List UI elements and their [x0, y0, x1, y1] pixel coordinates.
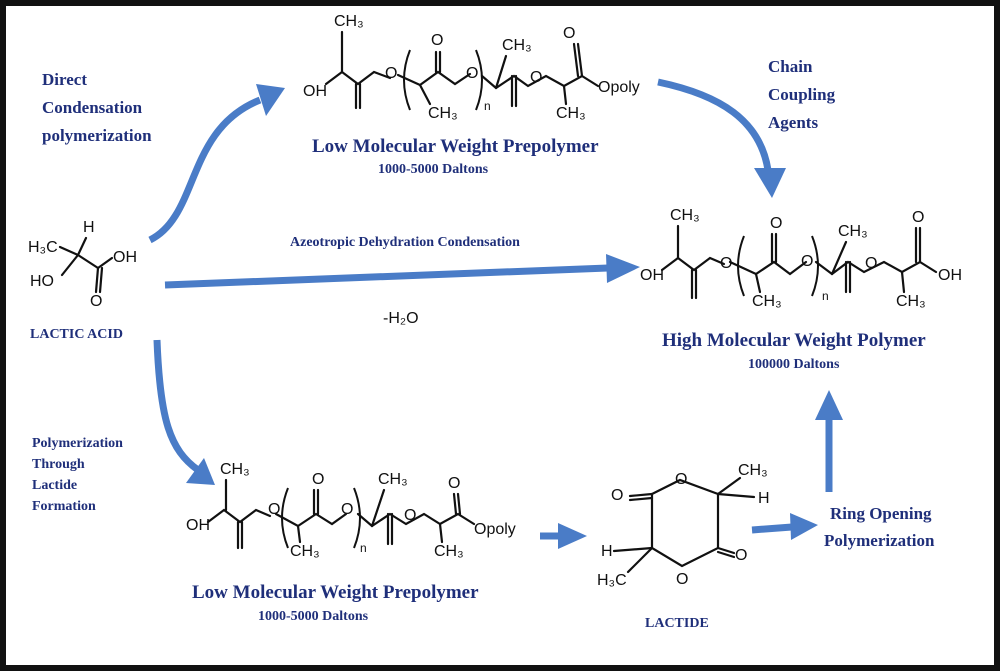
label-ring-opening: Ring Opening Polymerization — [824, 504, 935, 550]
svg-text:O: O — [466, 65, 478, 82]
svg-text:O: O — [90, 293, 102, 310]
svg-text:CH₃: CH₃ — [290, 543, 320, 560]
svg-text:CH₃: CH₃ — [556, 105, 586, 122]
svg-text:O: O — [448, 475, 460, 492]
svg-text:HO: HO — [30, 273, 54, 290]
svg-text:Polymerization: Polymerization — [32, 436, 123, 451]
arrow-azeotropic — [164, 254, 640, 289]
svg-text:O: O — [385, 65, 397, 82]
svg-text:Direct: Direct — [42, 70, 87, 89]
svg-text:H: H — [758, 490, 770, 507]
svg-text:n: n — [484, 99, 491, 113]
svg-text:Agents: Agents — [768, 113, 818, 132]
svg-text:OH: OH — [303, 83, 327, 100]
label-lactide-route: Polymerization Through Lactide Formation — [32, 436, 123, 514]
svg-text:Coupling: Coupling — [768, 85, 836, 104]
prepolymer-bottom-structure: OH CH₃ O O CH₃ O n CH₃ O O CH₃ Opoly — [186, 461, 516, 560]
svg-text:CH₃: CH₃ — [434, 543, 464, 560]
polymer-hmw-structure: OH CH₃ O O CH₃ O n CH₃ O CH₃ O OH — [640, 207, 962, 310]
svg-text:CH₃: CH₃ — [428, 105, 458, 122]
svg-text:O: O — [735, 547, 747, 564]
svg-text:Ring Opening: Ring Opening — [830, 504, 932, 523]
label-hmw-range: 100000 Daltons — [748, 357, 840, 372]
svg-text:O: O — [312, 471, 324, 488]
svg-text:O: O — [431, 32, 443, 49]
svg-text:O: O — [720, 255, 732, 272]
svg-text:O: O — [676, 571, 688, 588]
svg-text:Lactide: Lactide — [32, 478, 77, 493]
label-lmw-bottom-title: Low Molecular Weight Prepolymer — [192, 582, 479, 603]
svg-text:Opoly: Opoly — [598, 79, 640, 96]
svg-text:O: O — [912, 209, 924, 226]
arrow-rop-to-polymer — [815, 390, 843, 492]
lactide-ring-structure: O O O O CH₃ H H H₃C — [597, 462, 770, 589]
arrow-chain-coupling — [657, 78, 786, 198]
arrow-lactide-route — [153, 339, 215, 485]
svg-text:OH: OH — [640, 267, 664, 284]
label-lmw-bottom-range: 1000-5000 Daltons — [258, 609, 369, 624]
label-chain-coupling: Chain Coupling Agents — [768, 57, 836, 132]
lactic-acid-structure: H₃C H OH HO O — [28, 219, 137, 310]
svg-text:CH₃: CH₃ — [220, 461, 250, 478]
svg-text:polymerization: polymerization — [42, 126, 152, 145]
svg-text:Formation: Formation — [32, 499, 96, 514]
svg-text:CH₃: CH₃ — [378, 471, 408, 488]
label-hmw-title: High Molecular Weight Polymer — [662, 330, 926, 351]
svg-text:O: O — [563, 25, 575, 42]
svg-text:O: O — [530, 69, 542, 86]
svg-text:CH₃: CH₃ — [334, 13, 364, 30]
arrow-lactide-to-rop — [751, 513, 818, 540]
arrow-prepolymer-to-lactide — [540, 523, 587, 549]
svg-text:Polymerization: Polymerization — [824, 531, 935, 550]
svg-text:OH: OH — [186, 517, 210, 534]
svg-text:CH₃: CH₃ — [670, 207, 700, 224]
arrow-direct-condensation — [148, 84, 285, 244]
svg-text:Through: Through — [32, 457, 85, 472]
label-lmw-top-title: Low Molecular Weight Prepolymer — [312, 136, 599, 157]
svg-text:O: O — [341, 501, 353, 518]
label-azeotropic: Azeotropic Dehydration Condensation — [290, 235, 520, 250]
svg-text:Opoly: Opoly — [474, 521, 516, 538]
svg-text:H: H — [83, 219, 95, 236]
svg-text:O: O — [801, 253, 813, 270]
svg-text:H₃C: H₃C — [28, 239, 58, 256]
svg-text:Condensation: Condensation — [42, 98, 143, 117]
label-direct-condensation: Direct Condensation polymerization — [42, 70, 152, 145]
svg-text:CH₃: CH₃ — [502, 37, 532, 54]
svg-text:H: H — [601, 543, 613, 560]
label-lmw-top-range: 1000-5000 Daltons — [378, 162, 489, 177]
svg-text:OH: OH — [113, 249, 137, 266]
svg-text:OH: OH — [938, 267, 962, 284]
svg-text:n: n — [360, 541, 367, 555]
label-lactic-acid: LACTIC ACID — [30, 327, 123, 342]
svg-text:n: n — [822, 289, 829, 303]
svg-text:CH₃: CH₃ — [838, 223, 868, 240]
label-lactide: LACTIDE — [645, 616, 709, 631]
label-water-loss: -H₂O — [383, 310, 419, 327]
svg-text:O: O — [770, 215, 782, 232]
svg-text:CH₃: CH₃ — [896, 293, 926, 310]
svg-text:O: O — [611, 487, 623, 504]
prepolymer-top-structure: OH CH₃ O O CH₃ O n CH₃ O O CH₃ Opoly — [303, 13, 640, 122]
svg-text:CH₃: CH₃ — [738, 462, 768, 479]
svg-text:Chain: Chain — [768, 57, 813, 76]
svg-text:CH₃: CH₃ — [752, 293, 782, 310]
svg-text:H₃C: H₃C — [597, 572, 627, 589]
